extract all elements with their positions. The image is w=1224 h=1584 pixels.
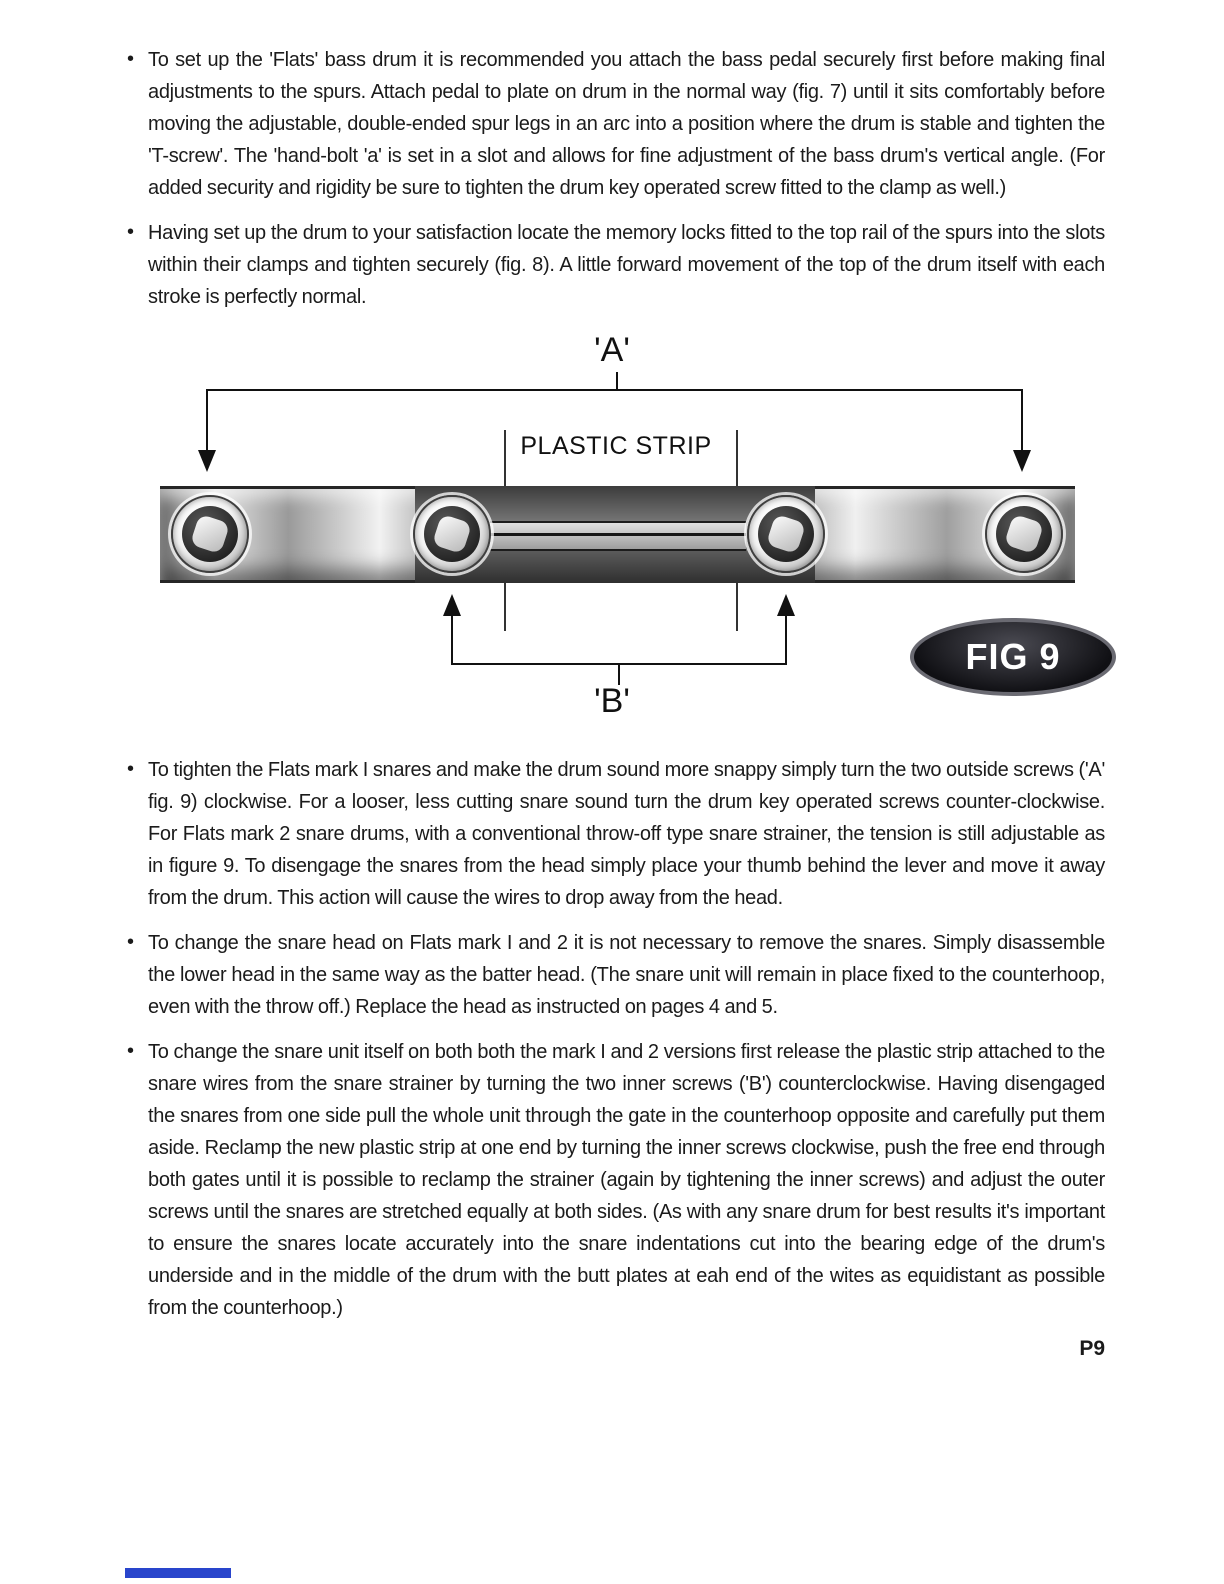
plastic-strip-label: PLASTIC STRIP bbox=[520, 432, 712, 460]
figure-label-a: 'A' bbox=[594, 331, 630, 369]
arrow-up-icon bbox=[777, 594, 795, 616]
pointer-line bbox=[618, 663, 620, 685]
bullet-marker: • bbox=[127, 931, 134, 953]
strainer-bar bbox=[160, 486, 1075, 583]
bullet-item: • Having set up the drum to your satisfa… bbox=[125, 217, 1105, 313]
bullet-text: To tighten the Flats mark I snares and m… bbox=[148, 759, 1105, 909]
figure-snare-strainer: 'A' PLASTIC STRIP 'B' FIG 9 bbox=[0, 326, 1224, 738]
bullet-text: To set up the 'Flats' bass drum it is re… bbox=[148, 49, 1105, 199]
bullet-text: To change the snare unit itself on both … bbox=[148, 1041, 1105, 1319]
bullet-item: • To change the snare head on Flats mark… bbox=[125, 927, 1105, 1023]
pointer-line bbox=[616, 372, 618, 390]
footer-accent-bar bbox=[125, 1568, 231, 1578]
page-content: • To tighten the Flats mark I snares and… bbox=[0, 754, 1224, 1361]
bullet-text: To change the snare head on Flats mark I… bbox=[148, 932, 1105, 1018]
bullet-item: • To set up the 'Flats' bass drum it is … bbox=[125, 44, 1105, 204]
bracket-line bbox=[736, 430, 738, 486]
bullet-marker: • bbox=[127, 758, 134, 780]
bullet-marker: • bbox=[127, 221, 134, 243]
pointer-line bbox=[785, 615, 787, 665]
fig9-badge: FIG 9 bbox=[910, 618, 1116, 696]
bullet-item: • To change the snare unit itself on bot… bbox=[125, 1036, 1105, 1324]
figure-label-b: 'B' bbox=[594, 682, 630, 720]
outer-screw-icon bbox=[985, 495, 1063, 573]
outer-screw-icon bbox=[171, 495, 249, 573]
bracket-line bbox=[504, 583, 506, 631]
pointer-line bbox=[206, 389, 208, 451]
inner-screw-icon bbox=[413, 495, 491, 573]
plastic-strip-graphic bbox=[490, 521, 746, 551]
page-number: P9 bbox=[1079, 1337, 1105, 1360]
pointer-line bbox=[1021, 389, 1023, 451]
pointer-line bbox=[451, 615, 453, 665]
pointer-line bbox=[206, 389, 1023, 391]
arrow-down-icon bbox=[1013, 450, 1031, 472]
bullet-text: Having set up the drum to your satisfact… bbox=[148, 222, 1105, 308]
inner-screw-icon bbox=[747, 495, 825, 573]
bullet-item: • To tighten the Flats mark I snares and… bbox=[125, 754, 1105, 914]
bullet-marker: • bbox=[127, 48, 134, 70]
arrow-down-icon bbox=[198, 450, 216, 472]
page-content: • To set up the 'Flats' bass drum it is … bbox=[0, 0, 1224, 313]
snare-wire-line bbox=[490, 533, 746, 536]
bracket-line bbox=[736, 583, 738, 631]
bullet-marker: • bbox=[127, 1040, 134, 1062]
bracket-line bbox=[504, 430, 506, 486]
arrow-up-icon bbox=[443, 594, 461, 616]
